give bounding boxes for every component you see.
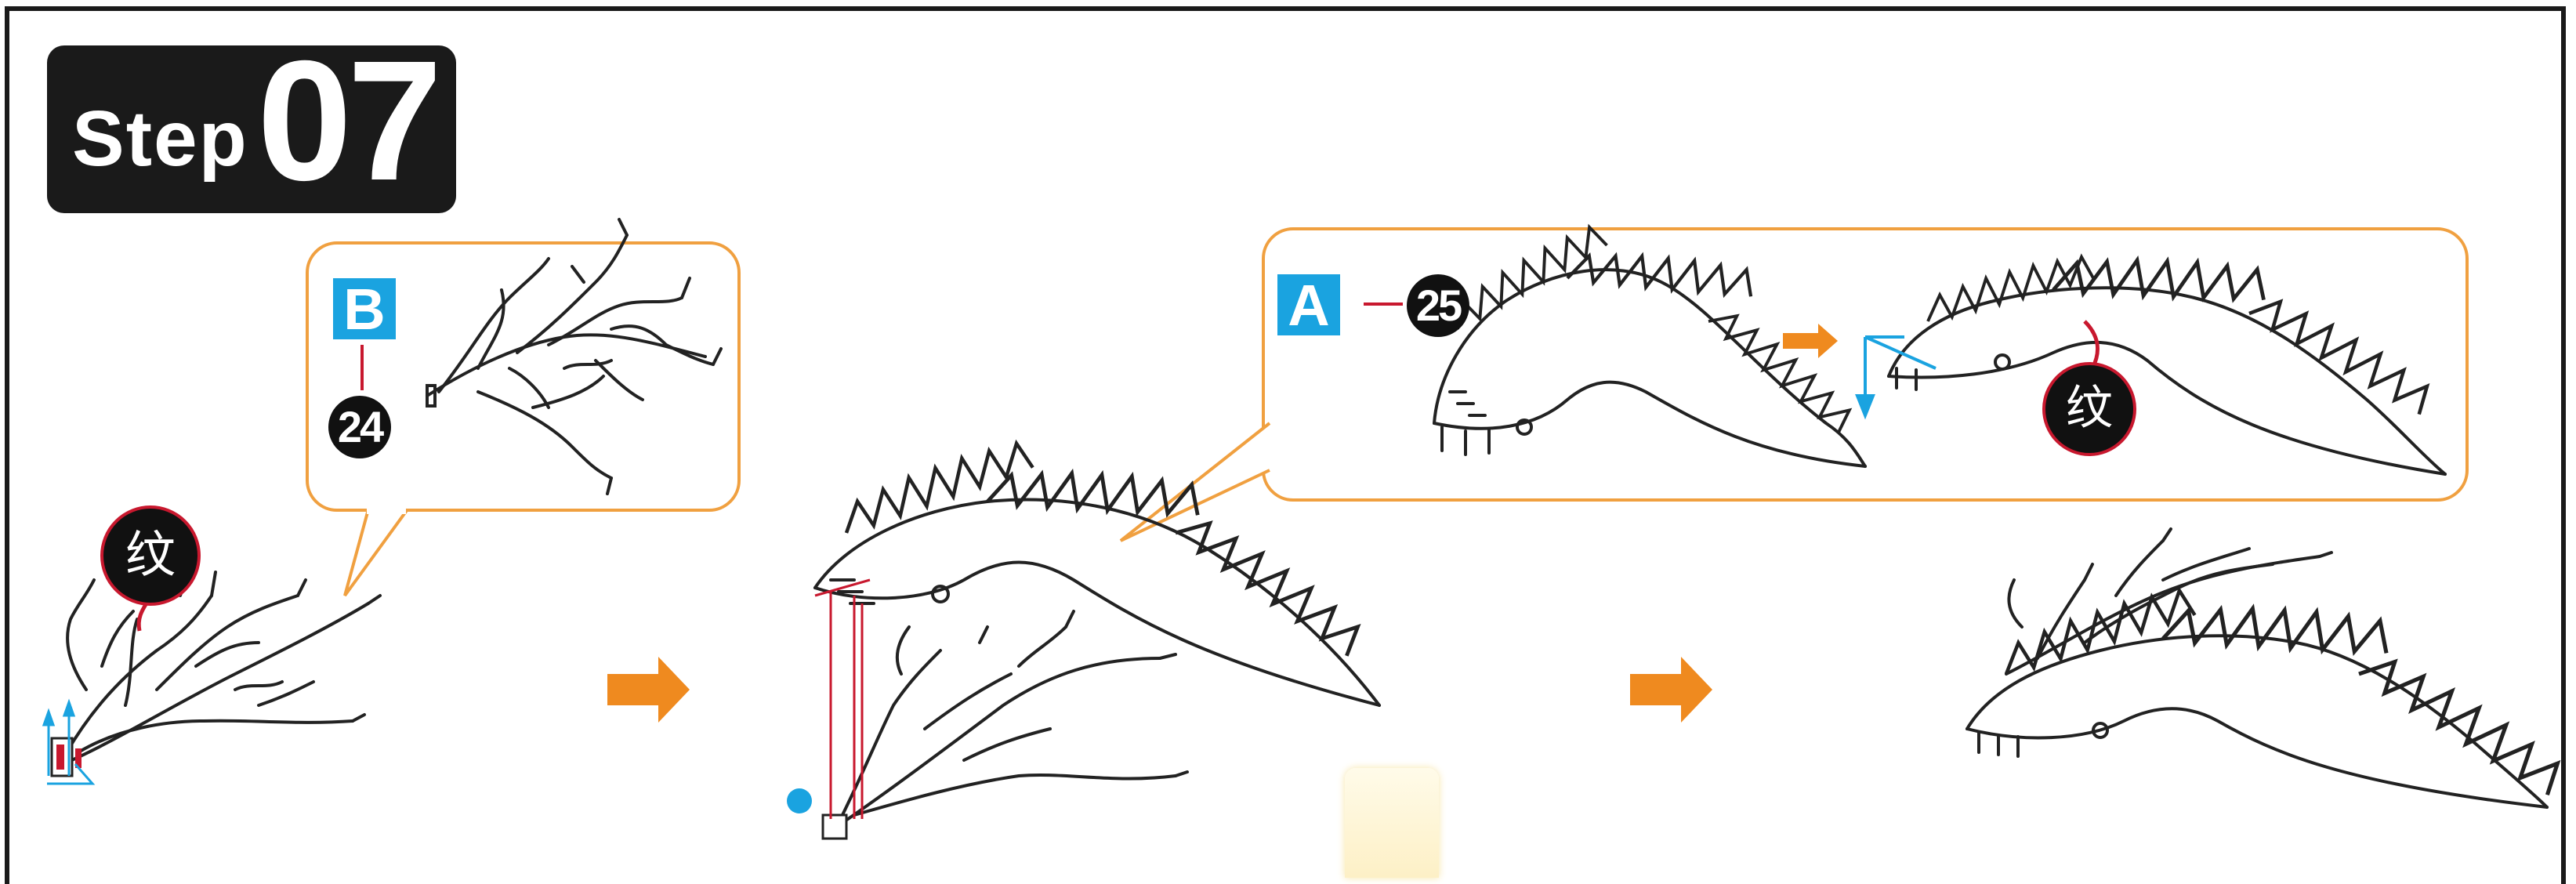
branch-piece-icon (831, 611, 1187, 831)
arrow-right-icon (1630, 657, 1712, 723)
part-b-label: B (333, 278, 396, 339)
blue-dot-icon (787, 788, 812, 813)
callout-a-pointer (1121, 423, 1270, 541)
branch-piece-icon (427, 219, 721, 494)
arrow-right-icon (607, 657, 690, 723)
piece-number-25: 25 (1407, 274, 1469, 337)
arrow-right-icon (1783, 324, 1838, 358)
alignment-lines (815, 580, 870, 819)
part-a-label: A (1277, 274, 1340, 335)
glue-mark-right: 纹 (2042, 362, 2136, 456)
piece-number-24: 24 (328, 396, 391, 458)
light-glow (1345, 768, 1439, 878)
bird-piece-icon (1434, 270, 1865, 466)
callout-b-pointer (345, 509, 408, 596)
bird-piece-icon (1889, 288, 2445, 474)
branch-piece-icon (63, 572, 380, 764)
bird-piece-icon (815, 500, 1379, 706)
bird-piece-icon (1967, 636, 2547, 807)
glue-mark-left: 纹 (100, 505, 201, 606)
